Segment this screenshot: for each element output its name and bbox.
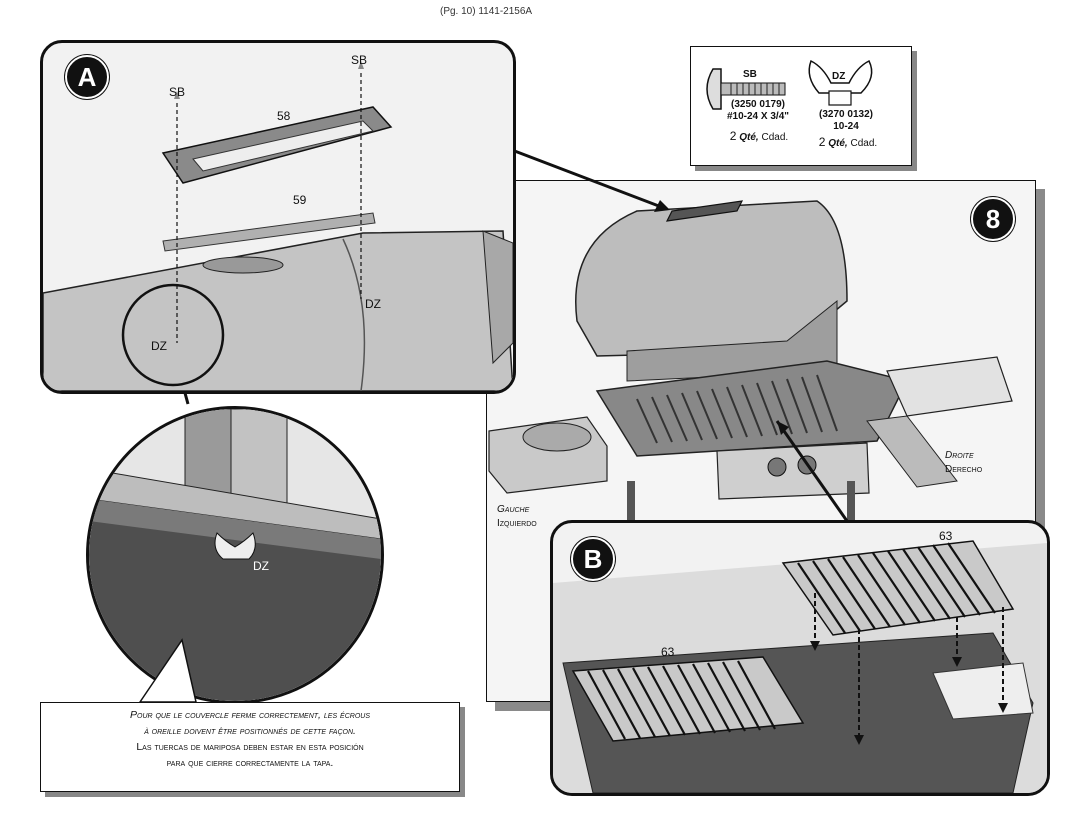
detail-b-panel: B 63 63 [550, 520, 1050, 796]
carriage-bolt-icon [706, 68, 786, 110]
sb-part-number: (3250 0179) [731, 99, 785, 110]
grate-right-label: 63 [939, 529, 953, 543]
wing-nut-zoom-circle: DZ [86, 406, 384, 704]
note-fr-line1: Pour que le couvercle ferme correctement… [130, 709, 370, 721]
part-58-label: 58 [277, 109, 291, 123]
dz-qty-fr: Qté, [828, 138, 848, 149]
detail-a-badge: A [65, 55, 109, 99]
sb-quantity: 2 Qté, Cdad. [719, 129, 799, 143]
note-es-line1: Las tuercas de mariposa deben estar en e… [136, 741, 364, 753]
dz-label-right: DZ [365, 297, 381, 311]
left-side-fr: Gauche [497, 504, 530, 515]
hardware-parts-box: SB (3250 0179) #10-24 X 3/4" 2 Qté, Cdad… [690, 46, 912, 166]
detail-a-illustration [43, 61, 513, 391]
dz-part-number: (3270 0132) [819, 109, 873, 120]
grate-left-label: 63 [661, 645, 675, 659]
hardware-illustrations [706, 59, 873, 110]
sb-qty-number: 2 [729, 129, 737, 143]
note-fr-line2: à oreille doivent être positionnés de ce… [144, 725, 356, 737]
dz-quantity: 2 Qté, Cdad. [806, 135, 890, 149]
zoom-dz-label: DZ [253, 559, 269, 573]
detail-a-panel: A SB SB 58 59 DZ DZ [40, 40, 516, 394]
note-es-line2: para que cierre correctamente la tapa. [166, 757, 334, 769]
dz-label-left: DZ [151, 339, 167, 353]
right-side-fr: Droite [945, 450, 974, 461]
dz-size: 10-24 [833, 121, 859, 132]
sb-code: SB [743, 69, 757, 80]
right-side-es: Derecho [945, 464, 983, 475]
sb-label-right: SB [351, 53, 368, 67]
grill-illustration [488, 200, 1013, 522]
positioning-note: Pour que le couvercle ferme correctement… [40, 702, 460, 792]
detail-b-illustration [553, 540, 1047, 793]
sb-qty-es: Cdad. [761, 132, 789, 143]
dz-qty-es: Cdad. [850, 138, 878, 149]
left-side-label: Gauche Izquierdo [497, 503, 537, 531]
dz-code: DZ [832, 71, 846, 82]
left-side-es: Izquierdo [497, 518, 537, 529]
wing-nut-icon [808, 59, 873, 106]
dz-qty-number: 2 [818, 135, 826, 149]
sb-label-left: SB [169, 85, 186, 99]
part-59-label: 59 [293, 193, 307, 207]
detail-b-badge: B [571, 537, 615, 581]
zoom-illustration [89, 409, 381, 701]
right-side-label: Droite Derecho [945, 449, 982, 477]
sb-size: #10-24 X 3/4" [726, 111, 789, 122]
step-number-badge: 8 [971, 197, 1015, 241]
page-reference: (Pg. 10) 1141-2156A [440, 6, 533, 17]
sb-qty-fr: Qté, [739, 132, 759, 143]
